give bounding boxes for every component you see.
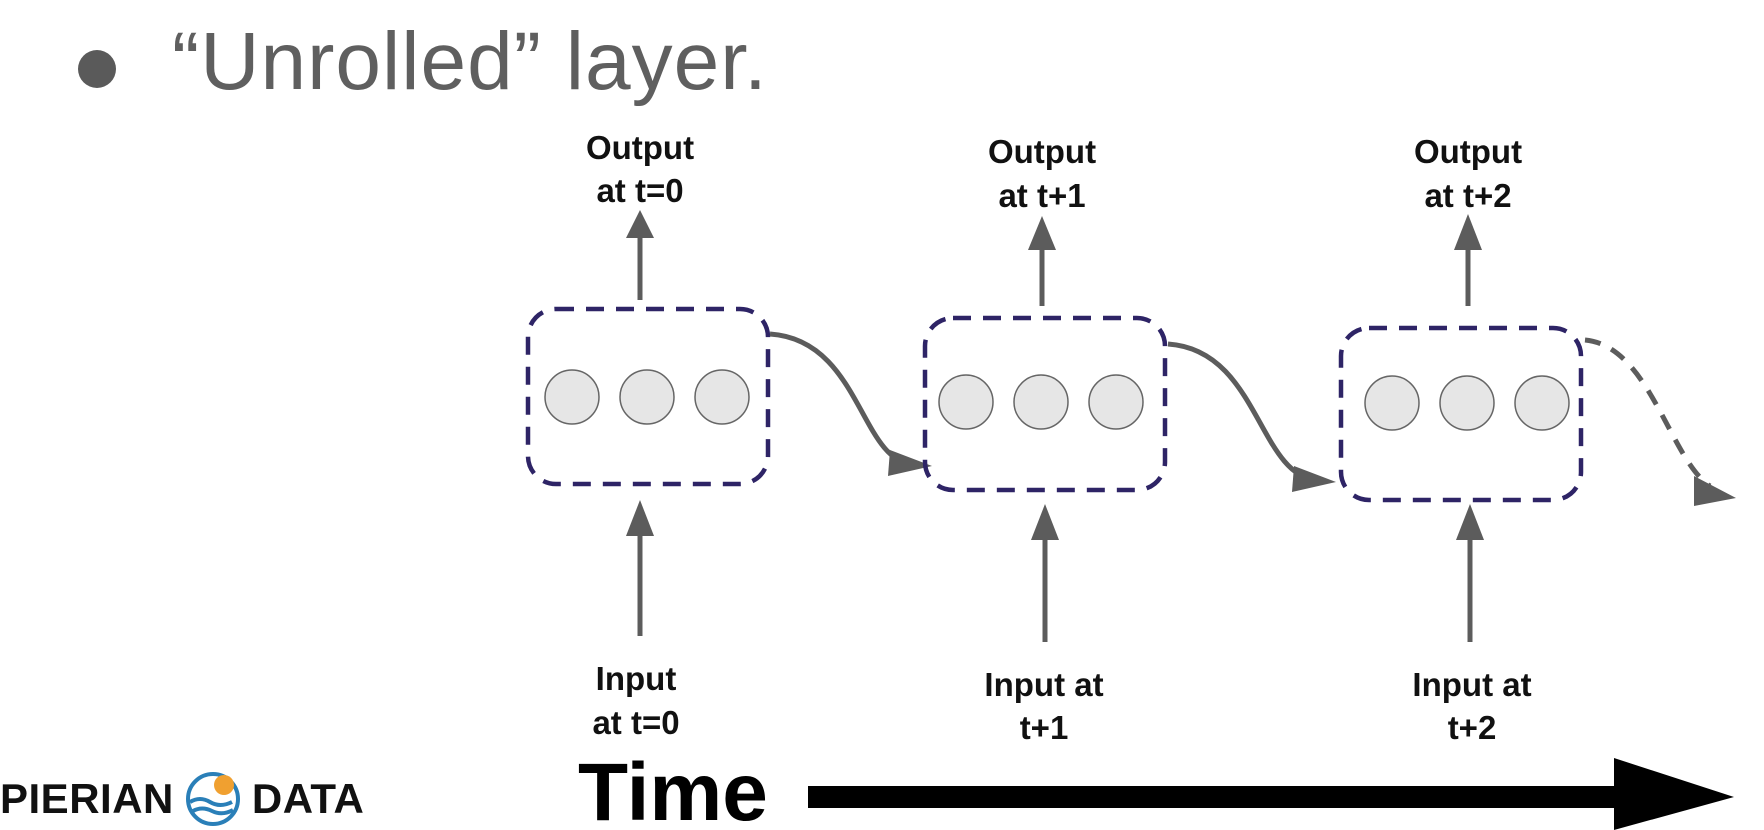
input-label-0-line1: Input <box>596 660 677 697</box>
recurrent-arrow-1-2 <box>1167 341 1317 483</box>
neuron-1-1 <box>938 374 994 430</box>
recurrent-arrow-0-1 <box>769 331 913 467</box>
neuron-1-2 <box>1013 374 1069 430</box>
neuron-2-2 <box>1439 375 1495 431</box>
bullet-point: “Unrolled” layer. <box>78 12 768 112</box>
output-label-1-line1: Output <box>988 133 1096 170</box>
neuron-2-1 <box>1364 375 1420 431</box>
time-arrow-shaft <box>808 786 1626 808</box>
output-arrowhead-0-icon <box>626 210 654 238</box>
neuron-2-3 <box>1514 375 1570 431</box>
recurrent-arrowhead-1-2-icon <box>1292 466 1336 492</box>
input-label-2-line1: Input at <box>1412 666 1531 703</box>
layer-box-0 <box>525 306 771 487</box>
output-label-0-line2: at t=0 <box>596 172 683 209</box>
bullet-text: “Unrolled” layer. <box>172 16 768 107</box>
neuron-0-3 <box>694 369 750 425</box>
input-label-0-line2: at t=0 <box>592 704 679 741</box>
neuron-1-3 <box>1088 374 1144 430</box>
rnn-cell-1: Output at t+1 Input at t+1 <box>922 133 1168 746</box>
neuron-0-1 <box>544 369 600 425</box>
recurrent-arrow-continuation <box>1584 337 1712 489</box>
output-label-1-line2: at t+1 <box>998 177 1085 214</box>
bullet-dot-icon <box>78 50 116 88</box>
rnn-cell-2: Output at t+2 Input at t+2 <box>1338 133 1584 746</box>
input-label-1-line1: Input at <box>984 666 1103 703</box>
rnn-cell-0: Output at t=0 Input at t=0 <box>525 129 771 741</box>
output-label-2-line1: Output <box>1414 133 1522 170</box>
input-label-1-line2: t+1 <box>1020 709 1069 746</box>
logo-word-left: PIERIAN <box>0 775 174 822</box>
output-label-2-line2: at t+2 <box>1424 177 1511 214</box>
output-arrowhead-2-icon <box>1454 214 1482 250</box>
recurrent-arrowhead-0-1-icon <box>888 450 932 476</box>
time-label: Time <box>578 747 768 830</box>
layer-box-1 <box>922 315 1168 493</box>
recurrent-arrowhead-continuation-icon <box>1694 476 1736 506</box>
input-arrowhead-2-icon <box>1456 504 1484 540</box>
pierian-logo-icon <box>185 772 240 826</box>
input-label-2-line2: t+2 <box>1448 709 1497 746</box>
output-label-0-line1: Output <box>586 129 694 166</box>
output-arrowhead-1-icon <box>1028 216 1056 250</box>
neuron-0-2 <box>619 369 675 425</box>
input-arrowhead-1-icon <box>1031 504 1059 540</box>
layer-box-2 <box>1338 325 1584 503</box>
pierian-data-logo: PIERIAN DATA <box>0 768 364 830</box>
logo-word-right: DATA <box>251 775 365 822</box>
input-arrowhead-0-icon <box>626 500 654 536</box>
time-arrowhead-icon <box>1614 758 1734 830</box>
